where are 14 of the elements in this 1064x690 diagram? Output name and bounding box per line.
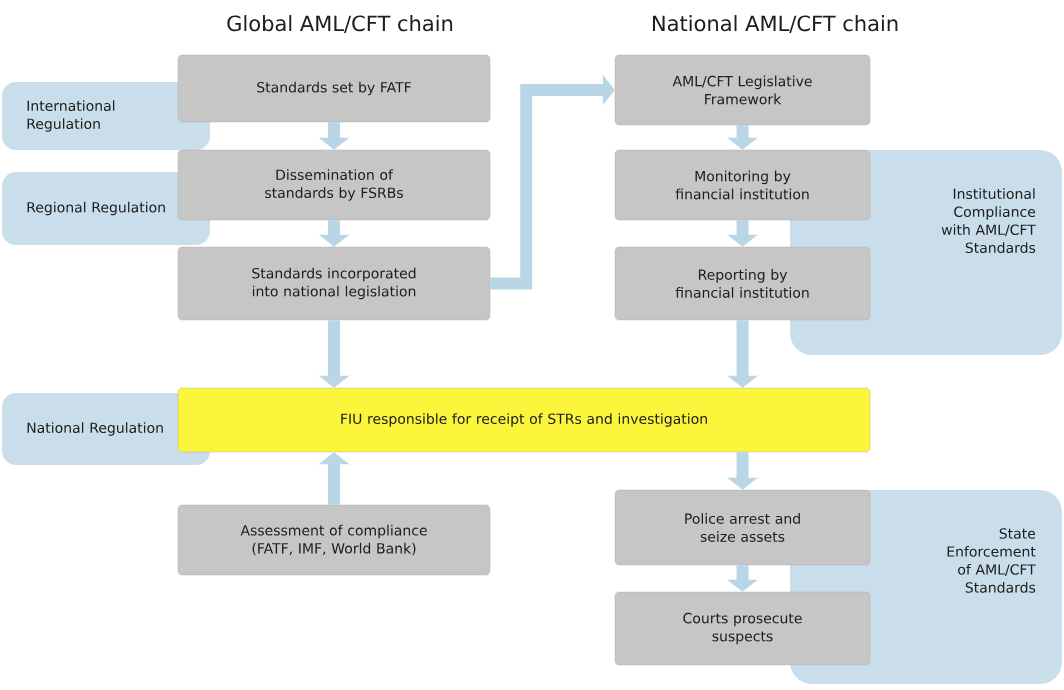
process-box: Standards incorporated into national legislation bbox=[177, 246, 491, 321]
column-heading: National AML/CFT chain bbox=[652, 15, 898, 33]
region-band: International Regulation bbox=[2, 82, 210, 150]
process-box: Dissemination of standards by FSRBs bbox=[177, 149, 491, 221]
process-box: Police arrest and seize assets bbox=[614, 489, 871, 566]
arrow bbox=[490, 74, 615, 290]
process-box: Reporting by financial institution bbox=[614, 246, 871, 321]
process-box: Standards set by FATF bbox=[177, 54, 491, 123]
column-heading: Global AML/CFT chain bbox=[227, 15, 453, 33]
process-box: Assessment of compliance (FATF, IMF, World Bank) bbox=[177, 504, 491, 576]
process-box: Courts prosecute suspects bbox=[614, 591, 871, 666]
process-box: Monitoring by financial institution bbox=[614, 149, 871, 221]
process-box: AML/CFT Legislative Framework bbox=[614, 54, 871, 126]
highlight-box: FIU responsible for receipt of STRs and investigation bbox=[177, 387, 871, 453]
